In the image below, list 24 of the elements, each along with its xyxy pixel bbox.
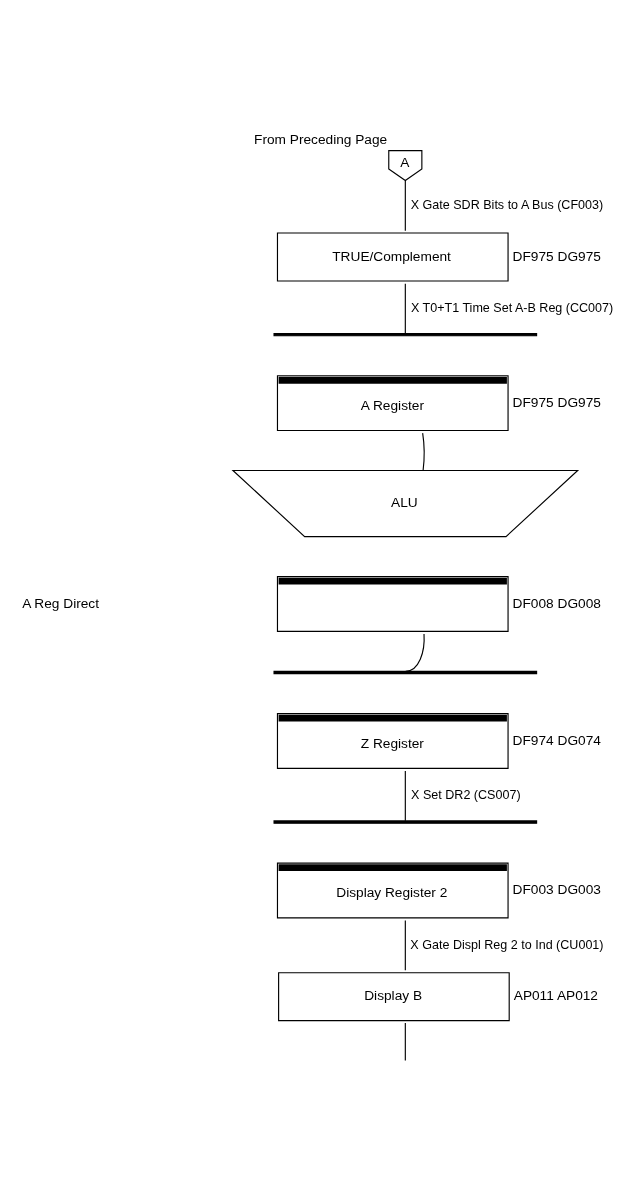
connector bbox=[422, 432, 425, 471]
edge-label: X Gate SDR Bits to A Bus (CF003) bbox=[410, 197, 604, 212]
edge-label: X Gate Displ Reg 2 to Ind (CU001) bbox=[410, 937, 604, 952]
edge-label: X T0+T1 Time Set A-B Reg (CC007) bbox=[410, 300, 614, 315]
node-label: DF975 DG975 bbox=[512, 248, 601, 264]
node-label: DF008 DG008 bbox=[512, 595, 601, 611]
node-bar bbox=[273, 670, 538, 674]
connector bbox=[404, 919, 406, 971]
node-label: DF974 DG074 bbox=[512, 732, 601, 748]
node-label: DF003 DG003 bbox=[512, 881, 601, 897]
edge-label: X Set DR2 (CS007) bbox=[411, 787, 521, 802]
connector bbox=[404, 179, 406, 231]
connector bbox=[404, 769, 406, 821]
connector bbox=[404, 1021, 406, 1061]
node-label: From Preceding Page bbox=[254, 131, 388, 147]
node-box: TRUE/Complement bbox=[276, 231, 509, 282]
node-box: Display B bbox=[278, 971, 510, 1021]
node-label: AP011 AP012 bbox=[513, 987, 598, 1003]
node-bar bbox=[273, 332, 538, 336]
connector bbox=[405, 632, 425, 672]
node-label: DF975 DG975 bbox=[512, 394, 601, 410]
label: A Reg Direct bbox=[22, 595, 100, 611]
connector bbox=[404, 282, 406, 334]
node-bar bbox=[273, 819, 538, 824]
